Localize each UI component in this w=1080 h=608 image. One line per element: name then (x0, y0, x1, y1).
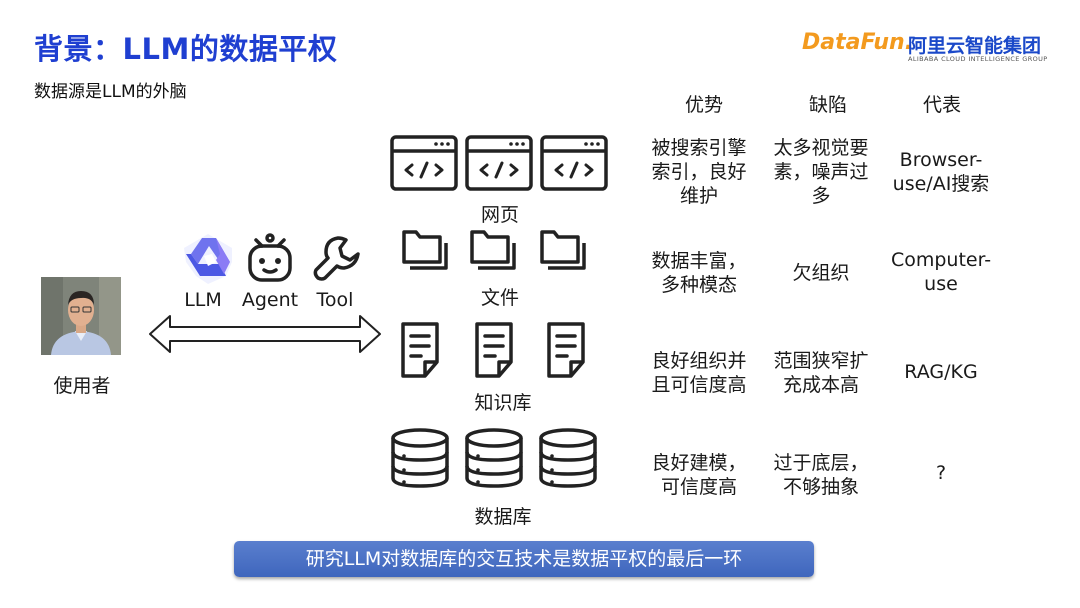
datafun-logo: DataFun. (802, 30, 914, 55)
column-header-advantage: 优势 (684, 94, 723, 116)
column-header-disadvantage: 缺陷 (808, 94, 847, 116)
avatar (41, 277, 121, 355)
agent-label: Agent (241, 289, 299, 311)
cell-db-representative: ? (935, 462, 947, 484)
folder-icon (540, 230, 586, 270)
web-page-icons (390, 135, 608, 191)
database-icon (539, 428, 597, 488)
logo: DataFun. 阿里云智能集团 ALIBABA CLOUD INTELLIGE… (802, 30, 1047, 64)
cell-kb-disadvantage: 范围狭窄扩 充成本高 (773, 350, 869, 396)
tool-label: Tool (316, 289, 354, 311)
llm-label: LLM (184, 289, 222, 311)
cell-web-disadvantage: 太多视觉要 素，噪声过 多 (773, 137, 869, 207)
user-label: 使用者 (53, 375, 111, 397)
category-label-database: 数据库 (474, 506, 532, 528)
database-icons (391, 428, 597, 488)
database-icon (465, 428, 523, 488)
document-icon (475, 322, 513, 378)
folder-icon (470, 230, 516, 270)
document-icons (401, 322, 585, 378)
cell-web-representative: Browser- use/AI搜索 (892, 149, 990, 195)
cell-file-disadvantage: 欠组织 (792, 262, 850, 284)
slide-subtitle: 数据源是LLM的外脑 (34, 82, 187, 102)
category-label-file: 文件 (480, 287, 519, 309)
category-label-knowledge-base: 知识库 (474, 392, 532, 414)
cell-file-representative: Computer- use (890, 249, 992, 295)
cell-db-disadvantage: 过于底层， 不够抽象 (773, 452, 869, 498)
database-icon (391, 428, 449, 488)
agent-icon (248, 233, 292, 282)
wrench-icon (313, 236, 360, 281)
document-icon (401, 322, 439, 378)
cell-kb-representative: RAG/KG (904, 361, 978, 383)
webpage-icon (390, 135, 458, 191)
double-arrow-icon (149, 315, 381, 353)
webpage-icon (540, 135, 608, 191)
alibaba-cloud-logo-en: ALIBABA CLOUD INTELLIGENCE GROUP (908, 55, 1048, 63)
tool-icons (184, 233, 360, 284)
slide-title: 背景：LLM的数据平权 (34, 32, 338, 66)
cell-kb-advantage: 良好组织并 且可信度高 (651, 350, 747, 396)
column-header-representative: 代表 (922, 94, 961, 116)
alibaba-cloud-logo: 阿里云智能集团 (908, 35, 1042, 57)
conclusion-banner: 研究LLM对数据库的交互技术是数据平权的最后一环 (234, 541, 814, 577)
folder-icons (402, 230, 586, 270)
document-icon (547, 322, 585, 378)
llm-icon (184, 234, 232, 284)
cell-file-advantage: 数据丰富， 多种模态 (651, 250, 747, 296)
webpage-icon (465, 135, 533, 191)
cell-web-advantage: 被搜索引擎 索引，良好 维护 (651, 137, 747, 207)
folder-icon (402, 230, 448, 270)
category-label-web: 网页 (480, 204, 519, 226)
cell-db-advantage: 良好建模， 可信度高 (651, 452, 747, 498)
